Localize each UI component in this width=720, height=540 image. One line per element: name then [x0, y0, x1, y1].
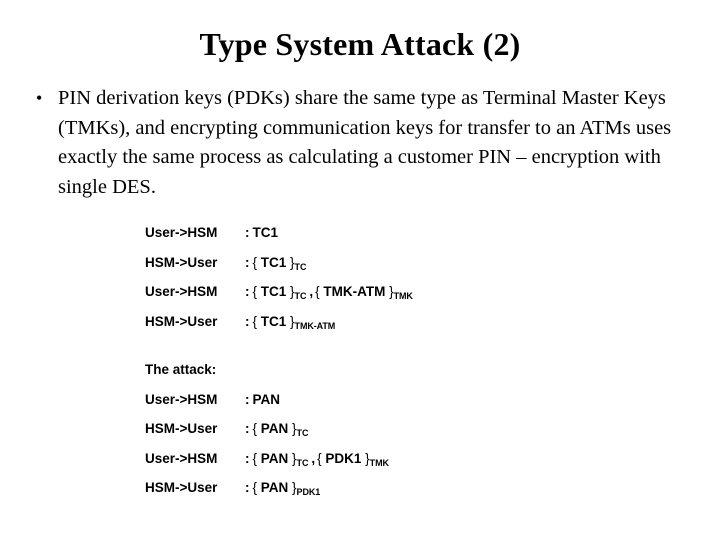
trace-heading: The attack: — [145, 362, 217, 377]
trace-term: PAN — [253, 392, 281, 407]
trace-item-separator: , — [311, 450, 316, 466]
trace-term: { PDK1 }TMK — [317, 450, 389, 468]
trace-line: User->HSM:PAN — [145, 385, 389, 415]
trace-message: :{ PAN }TC — [245, 414, 308, 446]
open-brace: { — [252, 480, 261, 496]
trace-term-subscript: TC — [296, 457, 309, 468]
trace-colon: : — [245, 284, 250, 300]
open-brace: { — [315, 284, 324, 300]
trace-colon: : — [245, 391, 250, 407]
trace-party-label: HSM->User — [145, 313, 218, 329]
trace-term-subscript: TMK — [393, 291, 413, 302]
trace-line: HSM->User:{ PAN }TC — [145, 414, 389, 444]
bullet-item: • PIN derivation keys (PDKs) share the s… — [28, 84, 692, 202]
trace-term: { TC1 }TC — [252, 254, 307, 272]
trace-line: User->HSM:TC1 — [145, 218, 413, 248]
trace-item-separator: , — [309, 284, 314, 300]
trace-term-body: PAN — [260, 480, 289, 496]
close-brace: } — [286, 284, 295, 300]
trace-message: :{ TC1 }TC — [245, 248, 306, 280]
trace-term-body: PAN — [252, 391, 281, 407]
trace-term-subscript: TC — [296, 428, 309, 439]
trace-term: { PAN }TC — [252, 421, 309, 439]
trace-term: { PAN }TC — [252, 450, 309, 468]
open-brace: { — [252, 284, 261, 300]
trace-term-subscript: TMK-ATM — [294, 320, 336, 331]
trace-party-label: User->HSM — [145, 391, 218, 407]
trace-term-body: TC1 — [260, 284, 287, 300]
trace-message: :TC1 — [245, 218, 278, 248]
trace-colon: : — [245, 480, 250, 496]
trace-colon: : — [245, 254, 250, 270]
trace-term-body: PAN — [260, 450, 289, 466]
bullet-list: • PIN derivation keys (PDKs) share the s… — [28, 84, 692, 202]
trace-colon: : — [245, 313, 250, 329]
trace-line: HSM->User:{ TC1 }TC — [145, 248, 413, 278]
trace-term-body: TC1 — [260, 254, 287, 270]
trace-party-label: HSM->User — [145, 480, 218, 496]
trace-message: :{ PAN }TC,{ PDK1 }TMK — [245, 444, 389, 476]
bullet-text: PIN derivation keys (PDKs) share the sam… — [58, 87, 672, 198]
trace-party-label: User->HSM — [145, 450, 218, 466]
trace-term-body: TC1 — [260, 313, 287, 329]
trace-term: { TC1 }TMK-ATM — [252, 313, 336, 331]
trace-message: :{ TC1 }TMK-ATM — [245, 307, 335, 339]
close-brace: } — [385, 284, 394, 300]
trace-term-body: TC1 — [252, 225, 279, 240]
trace-term-subscript: PDK1 — [296, 487, 321, 498]
trace-party-label: HSM->User — [145, 254, 218, 270]
close-brace: } — [288, 480, 297, 496]
trace-term-subscript: TC — [294, 291, 307, 302]
open-brace: { — [317, 450, 326, 466]
trace-term-subscript: TMK — [369, 457, 389, 468]
trace-line: HSM->User:{ PAN }PDK1 — [145, 473, 389, 503]
close-brace: } — [286, 254, 295, 270]
trace-party-label: HSM->User — [145, 421, 218, 437]
trace-colon: : — [245, 450, 250, 466]
slide-title: Type System Attack (2) — [199, 26, 521, 62]
open-brace: { — [252, 313, 261, 329]
trace-term: TC1 — [253, 225, 279, 240]
trace-colon: : — [245, 421, 250, 437]
close-brace: } — [361, 450, 370, 466]
trace-line: User->HSM:{ PAN }TC,{ PDK1 }TMK — [145, 444, 389, 474]
open-brace: { — [252, 421, 261, 437]
trace-term: { TC1 }TC — [252, 284, 307, 302]
trace-term: { PAN }PDK1 — [252, 480, 321, 498]
open-brace: { — [252, 254, 261, 270]
trace-party-label: User->HSM — [145, 225, 218, 240]
trace-message: :{ PAN }PDK1 — [245, 473, 320, 505]
trace-term-body: PDK1 — [325, 450, 362, 466]
trace-line: HSM->User:{ TC1 }TMK-ATM — [145, 307, 413, 337]
close-brace: } — [286, 313, 295, 329]
close-brace: } — [288, 421, 297, 437]
bullet-marker-icon: • — [36, 88, 43, 108]
trace-term-body: TMK-ATM — [323, 284, 386, 300]
trace-line: User->HSM:{ TC1 }TC,{ TMK-ATM }TMK — [145, 277, 413, 307]
trace-party-label: User->HSM — [145, 284, 218, 300]
trace-message: :{ TC1 }TC,{ TMK-ATM }TMK — [245, 277, 413, 309]
trace-colon: : — [245, 225, 250, 240]
open-brace: { — [252, 450, 261, 466]
trace-term: { TMK-ATM }TMK — [315, 284, 413, 302]
trace-message: :PAN — [245, 385, 280, 415]
trace-term-body: PAN — [260, 421, 289, 437]
trace-term-subscript: TC — [294, 261, 307, 272]
close-brace: } — [288, 450, 297, 466]
